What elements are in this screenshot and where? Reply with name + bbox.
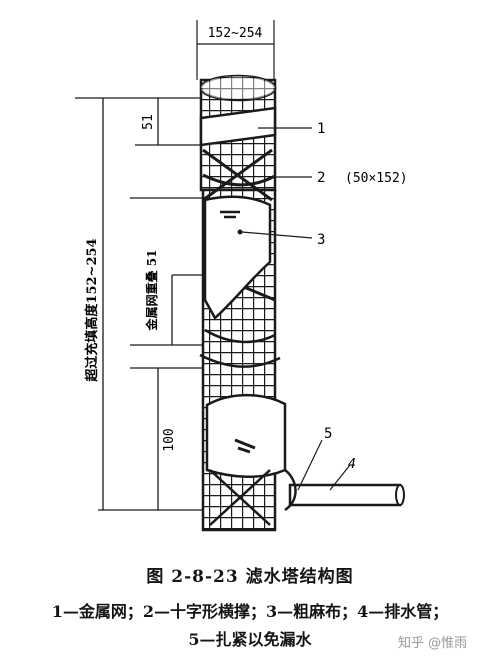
callout-3: 3 xyxy=(317,232,325,248)
dim-100: 100 xyxy=(162,428,177,451)
top-width-label: 152~254 xyxy=(208,26,263,41)
drain-pipe xyxy=(284,469,405,512)
top-width-dimension: 152~254 xyxy=(196,20,275,80)
dim-total-height: 超过充填高度152~254 xyxy=(84,238,100,381)
burlap-wrap xyxy=(203,195,272,320)
legend-line-1: 1—金属网；2—十字形横撑；3—粗麻布；4—排水管； xyxy=(51,602,449,621)
callout-2-size: (50×152) xyxy=(345,171,408,186)
watermark: 知乎 @惟雨 xyxy=(398,636,468,651)
callout-5: 5 xyxy=(324,426,332,442)
callout-2: 2 xyxy=(317,170,325,186)
top-band xyxy=(199,106,277,147)
cross-brace xyxy=(202,148,276,202)
callout-1: 1 xyxy=(317,121,325,137)
dim-51-top: 51 xyxy=(141,114,156,130)
figure-title: 图 2-8-23 滤水塔结构图 xyxy=(146,567,354,587)
dim-overlap: 金属网重叠 51 xyxy=(144,250,159,332)
left-dimensions xyxy=(75,97,210,511)
callout-4: 4 xyxy=(348,457,356,472)
legend-line-2: 5—扎紧以免漏水 xyxy=(188,630,312,649)
callout-leaders xyxy=(241,127,351,491)
